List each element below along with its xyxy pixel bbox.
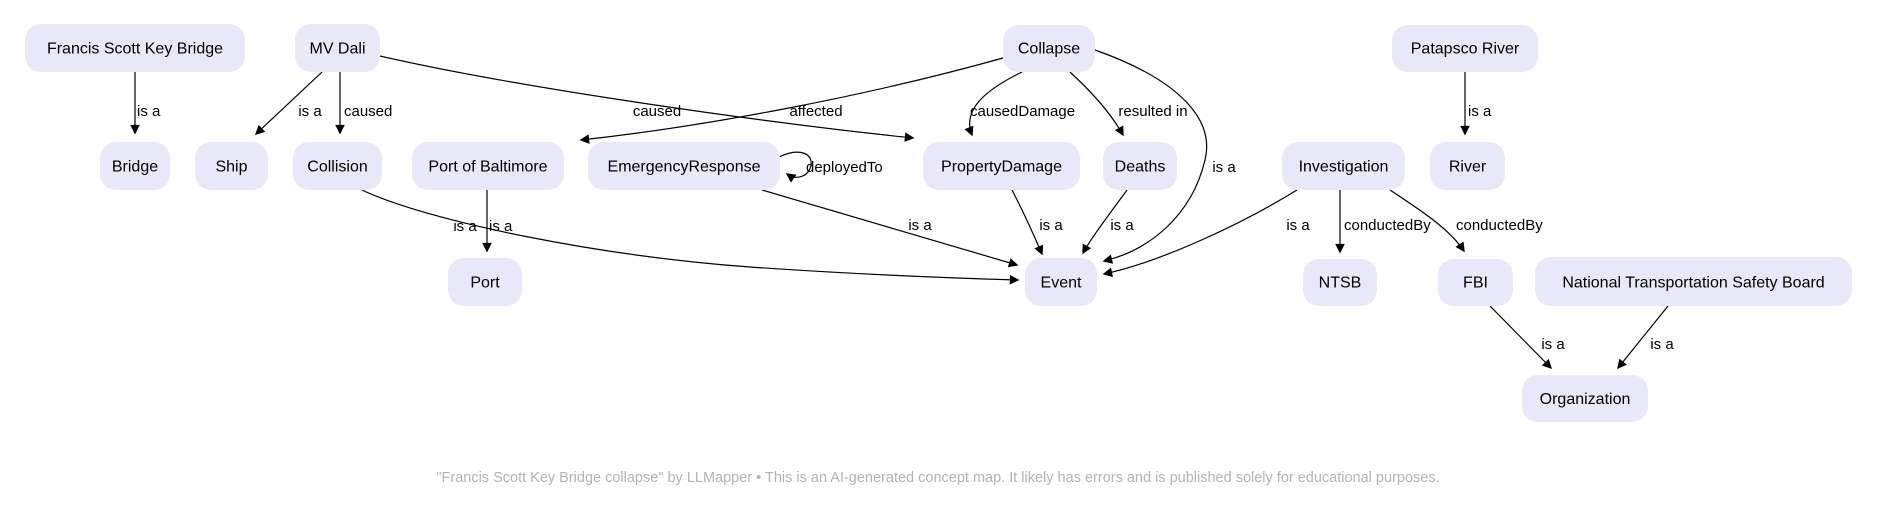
node-label: Port [470,275,500,292]
node-emergency-response: EmergencyResponse [588,142,780,190]
node-label: FBI [1463,275,1488,292]
node-francis-scott-key-bridge: Francis Scott Key Bridge [25,24,245,72]
edge-ntsb-board-is-a-organization [1617,305,1669,370]
node-collapse: Collapse [1003,25,1095,72]
node-investigation: Investigation [1282,142,1405,190]
edge-label: is a [1110,217,1134,234]
edge-emergency-response-is-a-event [761,189,1019,268]
node-bridge: Bridge [100,142,170,190]
edge-collapse-affected-port-of-baltimore [579,57,1004,144]
node-label: EmergencyResponse [608,159,761,176]
node-label: National Transportation Safety Board [1562,275,1824,292]
node-label: NTSB [1319,275,1362,292]
edge-label: is a [1212,159,1236,176]
edge-label: is a [298,103,322,120]
edge-label: conductedBy [1344,217,1431,234]
node-label: MV Dali [309,41,365,58]
edges: is a is a caused caused affected causedD… [130,49,1674,370]
node-label: Event [1041,275,1082,292]
node-ntsb: NTSB [1303,259,1377,306]
edge-mv-dali-is-a-ship [254,71,323,135]
node-label: Collapse [1018,41,1080,58]
node-label: Collision [307,159,367,176]
edge-deaths-is-a-event [1082,189,1128,255]
node-label: Investigation [1299,159,1389,176]
edge-label: is a [1286,217,1310,234]
edge-label: is a [489,218,513,235]
edge-mv-dali-caused-property-damage [379,55,915,142]
node-river: River [1430,142,1505,190]
edge-label: affected [789,103,842,120]
node-ntsb-board: National Transportation Safety Board [1535,257,1852,306]
node-label: Ship [215,159,247,176]
edge-label: resulted in [1118,103,1187,120]
edge-label: is a [1468,103,1492,120]
edge-collision-is-a-event [361,189,1020,285]
node-patapsco-river: Patapsco River [1392,25,1538,72]
edge-investigation-is-a-event [1102,189,1298,277]
node-mv-dali: MV Dali [295,24,380,72]
node-ship: Ship [195,142,268,190]
node-label: Francis Scott Key Bridge [47,41,223,58]
node-property-damage: PropertyDamage [923,142,1080,190]
edge-label: caused [344,103,392,120]
edge-label: is a [1650,336,1674,353]
node-port: Port [448,258,522,306]
edge-fbi-is-a-organization [1489,305,1553,370]
attribution-footer: "Francis Scott Key Bridge collapse" by L… [436,470,1439,486]
node-port-of-baltimore: Port of Baltimore [412,142,564,190]
edge-label: is a [137,103,161,120]
edge-label: is a [453,218,477,235]
edge-property-damage-is-a-event [1011,189,1044,256]
edge-collapse-resulted-in-deaths [1069,71,1124,137]
edge-label: is a [1541,336,1565,353]
edge-label: conductedBy [1456,217,1543,234]
edge-label: is a [1039,217,1063,234]
node-label: Bridge [112,159,158,176]
edge-collapse-is-a-event [1094,49,1208,264]
edge-collapse-causedDamage-property-damage [964,71,1023,137]
node-label: Deaths [1115,159,1166,176]
node-label: Organization [1540,391,1631,408]
edge-emergency-response-deployedTo-self [778,151,812,183]
node-label: Patapsco River [1411,41,1520,58]
edge-label: is a [908,217,932,234]
node-label: Port of Baltimore [428,159,547,176]
node-collision: Collision [293,142,382,190]
nodes: Francis Scott Key Bridge MV Dali Collaps… [25,24,1852,422]
node-label: PropertyDamage [941,159,1062,176]
edge-label: causedDamage [970,103,1075,120]
node-event: Event [1025,258,1097,306]
node-fbi: FBI [1438,259,1513,306]
node-label: River [1449,159,1487,176]
edge-investigation-conductedBy-fbi [1389,189,1465,253]
edge-label: caused [633,103,681,120]
node-organization: Organization [1522,375,1648,422]
edge-label: deployedTo [806,159,883,176]
node-deaths: Deaths [1103,142,1177,190]
